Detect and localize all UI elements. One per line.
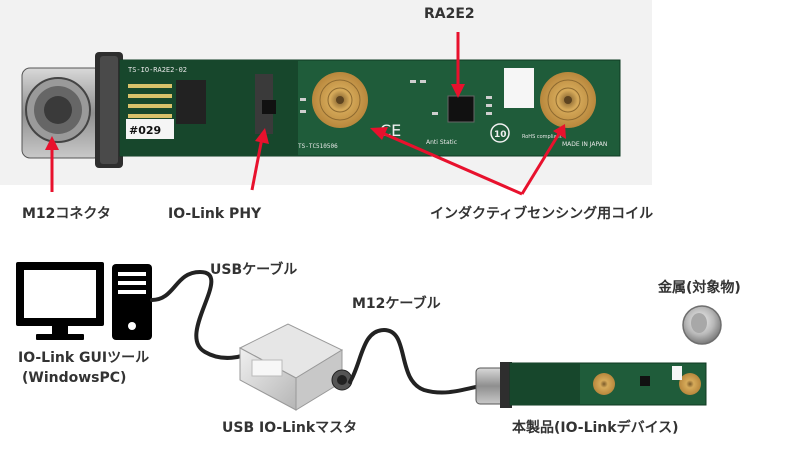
board-rohs-text: RoHS compliant bbox=[522, 134, 562, 140]
arrow-coil-right bbox=[520, 124, 566, 195]
label-windows-pc: (WindowsPC) bbox=[22, 370, 127, 386]
pc-tower-icon bbox=[112, 264, 152, 340]
label-target-metal: 金属(対象物) bbox=[658, 280, 741, 296]
metal-coin-icon bbox=[682, 305, 722, 345]
label-usb-cable: USBケーブル bbox=[210, 262, 298, 278]
coil-right bbox=[540, 72, 596, 128]
arrow-m12-connector bbox=[45, 136, 59, 192]
board-serial-text: #029 bbox=[129, 124, 161, 137]
usb-cable bbox=[150, 269, 258, 360]
label-m12-connector: M12コネクタ bbox=[22, 206, 111, 222]
label-usb-master: USB IO-Linkマスタ bbox=[222, 420, 358, 436]
label-ra2e2: RA2E2 bbox=[424, 6, 475, 22]
usb-io-link-master-device bbox=[238, 323, 353, 411]
board-madein-text: MADE IN JAPAN bbox=[562, 141, 607, 148]
label-io-link-device: 本製品(IO-Linkデバイス) bbox=[512, 420, 679, 436]
pc-monitor-icon bbox=[16, 262, 104, 340]
label-gui-tool: IO-Link GUIツール bbox=[18, 350, 150, 366]
board-ten-text: 10 bbox=[494, 130, 507, 140]
m12-connector-graphic bbox=[21, 52, 123, 168]
ten-year-mark-icon: 10 bbox=[490, 123, 510, 143]
arrow-io-link-phy bbox=[250, 128, 269, 191]
coil-left bbox=[312, 72, 368, 128]
label-coil: インダクティブセンシング用コイル bbox=[430, 206, 654, 222]
board-model-text: TS-IO-RA2E2-02 bbox=[128, 66, 187, 74]
label-m12-cable: M12ケーブル bbox=[352, 296, 441, 312]
board-pcb-text: TS-TC510506 bbox=[298, 143, 338, 150]
io-link-device-photo bbox=[475, 362, 707, 408]
arrow-coil-left bbox=[370, 127, 523, 196]
m12-cable bbox=[348, 327, 482, 395]
pcb-board bbox=[119, 59, 621, 157]
arrow-rA2E2 bbox=[451, 32, 465, 98]
board-antistatic-text: Anti Static bbox=[426, 139, 457, 146]
label-io-link-phy: IO-Link PHY bbox=[168, 206, 262, 222]
